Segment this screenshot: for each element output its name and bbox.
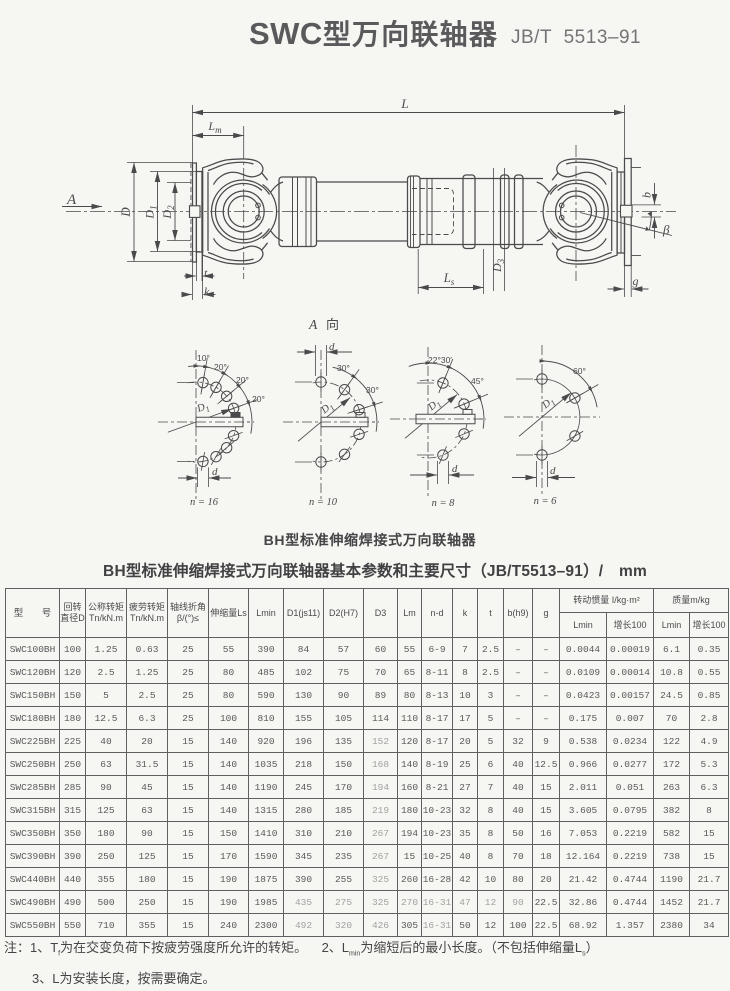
svg-text:22°30′: 22°30′ [428, 355, 452, 365]
svg-text:Ls: Ls [443, 271, 455, 287]
svg-text:d: d [550, 465, 556, 477]
svg-text:D3: D3 [490, 258, 506, 273]
svg-text:n = 10: n = 10 [309, 497, 338, 508]
svg-text:A: A [308, 317, 318, 332]
svg-text:d: d [452, 463, 458, 475]
svg-text:d: d [329, 341, 335, 353]
svg-text:β: β [662, 222, 670, 237]
svg-text:D: D [118, 207, 133, 218]
svg-text:向: 向 [326, 317, 339, 332]
svg-text:g: g [633, 274, 639, 288]
svg-text:30°: 30° [337, 363, 350, 373]
svg-text:60°: 60° [573, 366, 586, 376]
svg-text:d: d [212, 466, 218, 478]
svg-text:45°: 45° [471, 376, 484, 386]
svg-text:n = 8: n = 8 [432, 498, 456, 509]
svg-text:b: b [640, 192, 654, 198]
svg-text:20°: 20° [214, 362, 227, 372]
svg-text:n = 6: n = 6 [534, 496, 558, 507]
svg-text:t: t [204, 266, 208, 280]
svg-text:A: A [66, 192, 77, 208]
svg-text:D1: D1 [143, 205, 159, 219]
svg-text:L: L [400, 96, 408, 111]
svg-text:D1: D1 [195, 400, 211, 417]
svg-text:n = 16: n = 16 [190, 497, 219, 508]
svg-text:10°: 10° [197, 353, 210, 363]
svg-text:30°: 30° [366, 385, 379, 395]
svg-text:20°: 20° [236, 375, 249, 385]
svg-text:20°: 20° [252, 394, 265, 404]
svg-text:D2: D2 [160, 205, 176, 220]
svg-text:k: k [204, 285, 210, 299]
svg-text:Lm: Lm [207, 119, 222, 135]
